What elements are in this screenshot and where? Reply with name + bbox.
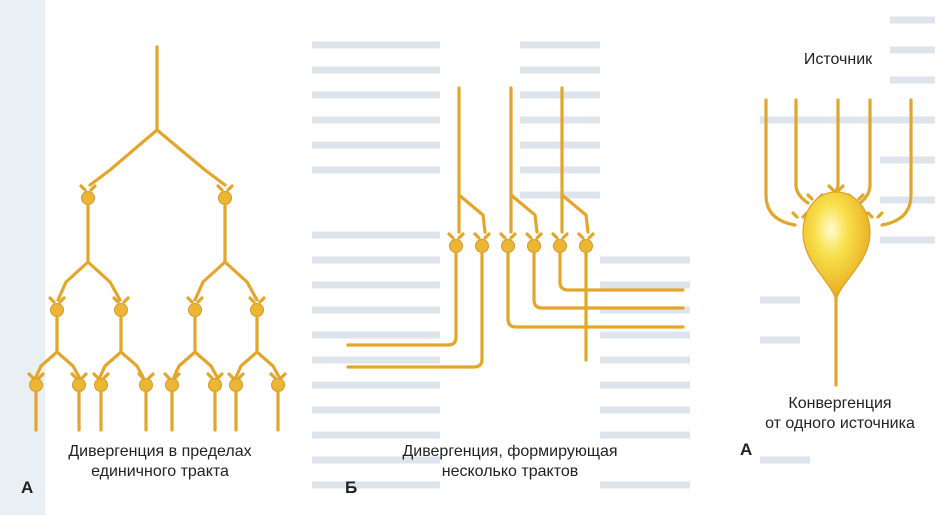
convergence-diagram [764,98,913,387]
synapse-terminal [248,296,266,304]
neuron-soma [165,378,179,392]
source-label: Источник [803,51,873,68]
axon-branch [560,193,590,234]
synapse-terminal [525,232,543,240]
panel-a-right-caption-line1: Конвергенция [788,395,892,412]
neuron-soma [29,378,43,392]
synapse-terminal [447,232,465,240]
output-tract [558,251,685,292]
panel-b-caption-line1: Дивергенция, формирующая [402,443,618,460]
axon-branch [34,350,81,379]
panel-a-right-caption-line2: от одного источника [765,415,915,432]
neuron-soma [449,239,463,253]
synapse-terminal [92,372,110,380]
output-tract [346,251,484,369]
neuron-soma [94,378,108,392]
synapse-terminal [216,184,234,192]
synapse-terminal [499,232,517,240]
neuron-soma [271,378,285,392]
panel-b-letter: Б [345,478,358,497]
neuron-soma [527,239,541,253]
synapse-terminal [577,232,595,240]
axon-branch [88,128,227,187]
synapse-terminal [79,184,97,192]
neuron-soma [72,378,86,392]
neuron-soma [208,378,222,392]
synapse-terminal [137,372,155,380]
neuron-soma [114,303,128,317]
neuron-soma [229,378,243,392]
axon-branch [172,350,219,379]
panel-a-right-caption: Конвергенция от одного источника [740,394,940,434]
panel-a-right-letter: А [740,440,753,459]
input-axon [858,98,872,205]
synapse-terminal [163,372,181,380]
output-tract [532,251,685,310]
axon-branch [457,193,487,234]
axon-branch [193,260,259,302]
synapse-terminal [551,232,569,240]
panel-b-caption-line2: несколько трактов [441,463,579,480]
axon-branch [56,260,122,302]
synapse-terminal [70,372,88,380]
synapse-terminal [186,296,204,304]
divergence-multiple-tracts-diagram [346,86,685,369]
neuron-soma [50,303,64,317]
synapse-terminal [227,372,245,380]
synapse-terminal [112,296,130,304]
neuron-soma [579,239,593,253]
neuron-soma [475,239,489,253]
divergence-single-tract-diagram [27,45,287,432]
axon-branch [234,350,281,379]
synapse-terminal [473,232,491,240]
synapse-terminal [27,372,45,380]
synapse-terminal [866,211,884,219]
output-tract [506,251,685,329]
panel-a-left-caption-line2: единичного тракта [91,463,229,480]
panel-a-left-caption: Дивергенция в пределах единичного тракта [30,442,290,482]
panel-a-left-caption-line1: Дивергенция в пределах [68,443,252,460]
synapse-terminal [48,296,66,304]
panel-a-left-letter: А [21,478,34,497]
target-neuron-soma [802,191,871,303]
neuron-soma [188,303,202,317]
input-axon [764,98,797,227]
axon-branch [509,193,539,234]
input-axon [830,98,840,198]
panel-b-caption: Дивергенция, формирующая несколько тракт… [360,442,660,482]
synapse-terminal [269,372,287,380]
neuron-soma [501,239,515,253]
neuron-soma [250,303,264,317]
neuron-soma [139,378,153,392]
neuron-soma [218,191,232,205]
neuron-soma [553,239,567,253]
input-axon [880,98,913,227]
synapse-terminal [827,184,845,192]
axon-branch [98,350,145,379]
neuron-soma [81,191,95,205]
synapse-terminal [206,372,224,380]
input-axon [794,98,810,205]
output-tract [346,251,458,347]
